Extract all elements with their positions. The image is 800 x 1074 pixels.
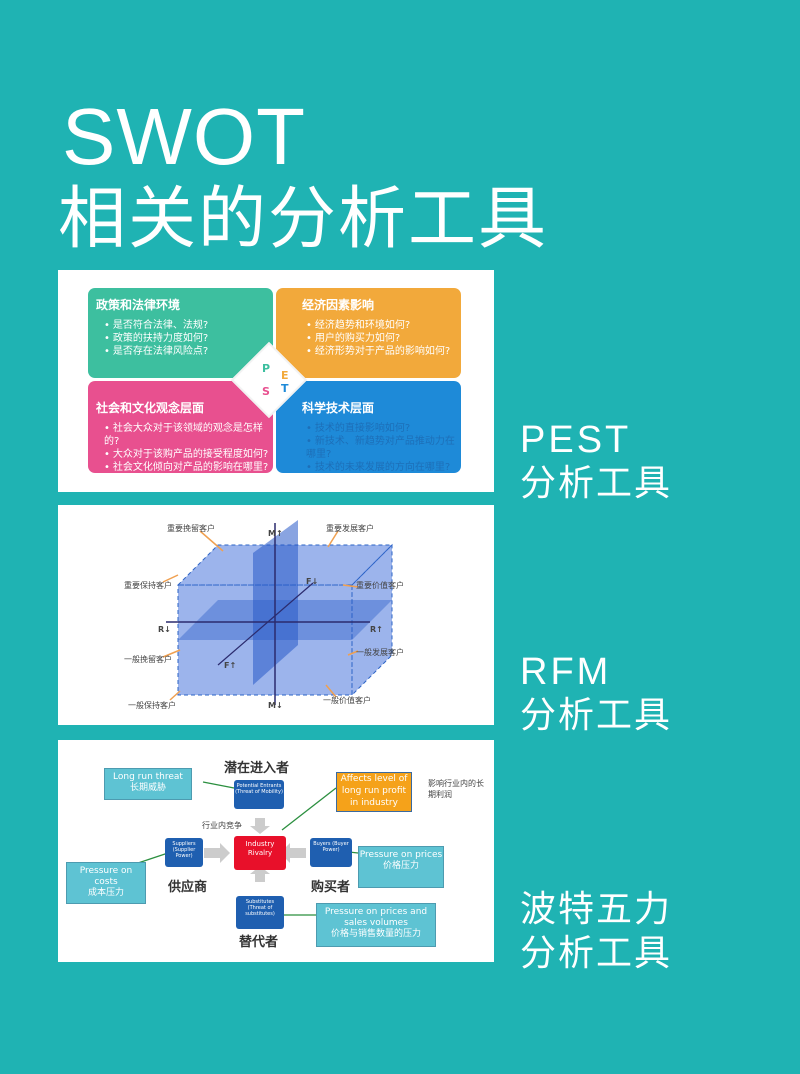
rfm-label-general-retain: 一般挽留客户 bbox=[124, 655, 172, 664]
rfm-side-label: RFM 分析工具 bbox=[520, 650, 672, 738]
porter-panel: 潜在进入者 Potential Entrants (Threat of Mobi… bbox=[58, 740, 494, 962]
rfm-label-en: RFM bbox=[520, 651, 612, 693]
pest-letter-e: E bbox=[281, 369, 289, 382]
porter-suppliers: 供应商 bbox=[168, 880, 208, 895]
list-item: 大众对于该购产品的接受程度如何? bbox=[104, 448, 273, 461]
pest-quadrant-technology: 科学技术层面 技术的直接影响如何?新技术、新趋势对产品推动力在哪里?技术的未来发… bbox=[276, 381, 461, 473]
rfm-label-important-value: 重要价值客户 bbox=[356, 581, 404, 590]
rfm-panel: 重要挽留客户 重要发展客户 重要保持客户 重要价值客户 一般挽留客户 一般发展客… bbox=[58, 505, 494, 725]
rfm-label-general-keep: 一般保持客户 bbox=[128, 701, 176, 710]
list-item: 新技术、新趋势对产品推动力在哪里? bbox=[306, 435, 461, 461]
list-item: 经济形势对于产品的影响如何? bbox=[306, 345, 461, 358]
rivalry-label: Rivalry bbox=[247, 849, 273, 857]
note-en: Affects level of long run profit in indu… bbox=[340, 774, 408, 808]
industry-label: Industry bbox=[245, 840, 275, 848]
pest-label-en: PEST bbox=[520, 419, 632, 461]
porter-box-suppliers: Suppliers (Supplier Power) bbox=[165, 838, 203, 867]
pest-quadrant-economic: 经济因素影响 经济趋势和环境如何?用户的购买力如何?经济形势对于产品的影响如何? bbox=[276, 288, 461, 378]
pest-letter-t: T bbox=[281, 382, 289, 395]
porter-rivalry-cn: 行业内竞争 bbox=[202, 821, 242, 830]
note-en: Pressure on prices and sales volumes bbox=[324, 907, 428, 928]
note-cn: 价格与销售数量的压力 bbox=[330, 929, 421, 939]
rfm-axis-r-right: R↑ bbox=[370, 625, 383, 634]
pest-quadrant-political: 政策和法律环境 是否符合法律、法规?政策的扶持力度如何?是否存在法律风险点? bbox=[88, 288, 273, 378]
list-item: 是否存在法律风险点? bbox=[104, 345, 273, 358]
porter-potential-entrants: 潜在进入者 bbox=[224, 761, 290, 776]
quadrant-title: 政策和法律环境 bbox=[96, 298, 181, 312]
rfm-axis-r-left: R↓ bbox=[158, 625, 171, 634]
porter-note-long-run: Long run threat 长期威胁 bbox=[104, 768, 192, 800]
rfm-axis-f-down: F↓ bbox=[306, 577, 319, 586]
rfm-label-cn: 分析工具 bbox=[520, 695, 673, 736]
porter-note-affects: Affects level of long run profit in indu… bbox=[336, 772, 412, 812]
list-item: 技术的直接影响如何? bbox=[306, 422, 461, 435]
porter-box-substitutes: Substitutes (Threat of substitutes) bbox=[236, 896, 284, 929]
porter-box-buyers: Buyers (Buyer Power) bbox=[310, 838, 352, 867]
note-en: Pressure on costs bbox=[79, 866, 133, 887]
page-title-swot: SWOT bbox=[62, 92, 306, 181]
porter-note-price-volume: Pressure on prices and sales volumes 价格与… bbox=[316, 903, 436, 947]
porter-label-line1: 波特五力 bbox=[520, 889, 673, 930]
rfm-axis-m-up: M↑ bbox=[268, 529, 283, 538]
rfm-label-important-retain: 重要挽留客户 bbox=[167, 524, 215, 533]
pest-panel: 政策和法律环境 是否符合法律、法规?政策的扶持力度如何?是否存在法律风险点? 经… bbox=[58, 270, 494, 492]
list-item: 社会文化倾向对产品的影响在哪里? bbox=[104, 461, 273, 474]
porter-note-affects-cn: 影响行业内的长期利润 bbox=[428, 779, 484, 799]
list-item: 是否符合法律、法规? bbox=[104, 319, 273, 332]
list-item: 用户的购买力如何? bbox=[306, 332, 461, 345]
rfm-axis-f-up: F↑ bbox=[224, 661, 237, 670]
porter-label-line2: 分析工具 bbox=[520, 933, 673, 974]
pest-quadrant-social: 社会和文化观念层面 社会大众对于该领域的观念是怎样的?大众对于该购产品的接受程度… bbox=[88, 381, 273, 473]
quadrant-title: 科学技术层面 bbox=[302, 401, 375, 415]
pest-label-cn: 分析工具 bbox=[520, 463, 673, 504]
pest-letter-p: P bbox=[262, 362, 271, 375]
pest-side-label: PEST 分析工具 bbox=[520, 418, 672, 506]
list-item: 技术的未来发展的方向在哪里? bbox=[306, 461, 461, 474]
quadrant-title: 社会和文化观念层面 bbox=[96, 401, 205, 415]
rfm-cube-diagram bbox=[162, 520, 394, 705]
porter-box-industry: Industry Rivalry bbox=[234, 836, 286, 870]
list-item: 社会大众对于该领域的观念是怎样的? bbox=[104, 422, 273, 448]
note-cn: 成本压力 bbox=[87, 888, 124, 898]
porter-note-costs: Pressure on costs 成本压力 bbox=[66, 862, 146, 904]
note-cn: 价格压力 bbox=[382, 861, 419, 871]
rfm-label-important-keep: 重要保持客户 bbox=[124, 581, 172, 590]
rfm-axis-m-down: M↓ bbox=[268, 701, 283, 710]
list-item: 政策的扶持力度如何? bbox=[104, 332, 273, 345]
note-en: Pressure on prices bbox=[359, 850, 443, 860]
note-en: Long run threat bbox=[113, 772, 183, 782]
quadrant-title: 经济因素影响 bbox=[302, 298, 375, 312]
porter-buyers: 购买者 bbox=[311, 880, 351, 895]
porter-note-prices: Pressure on prices 价格压力 bbox=[358, 846, 444, 888]
porter-side-label: 波特五力 分析工具 bbox=[520, 888, 672, 976]
page-subtitle: 相关的分析工具 bbox=[58, 180, 549, 259]
porter-box-potential: Potential Entrants (Threat of Mobility) bbox=[234, 780, 284, 809]
porter-substitutes: 替代者 bbox=[239, 935, 279, 950]
rfm-label-general-develop: 一般发展客户 bbox=[356, 648, 404, 657]
rfm-label-general-value: 一般价值客户 bbox=[323, 696, 371, 705]
rfm-label-important-develop: 重要发展客户 bbox=[326, 524, 374, 533]
note-cn: 长期威胁 bbox=[129, 783, 166, 793]
pest-letter-s: S bbox=[262, 385, 270, 398]
list-item: 经济趋势和环境如何? bbox=[306, 319, 461, 332]
